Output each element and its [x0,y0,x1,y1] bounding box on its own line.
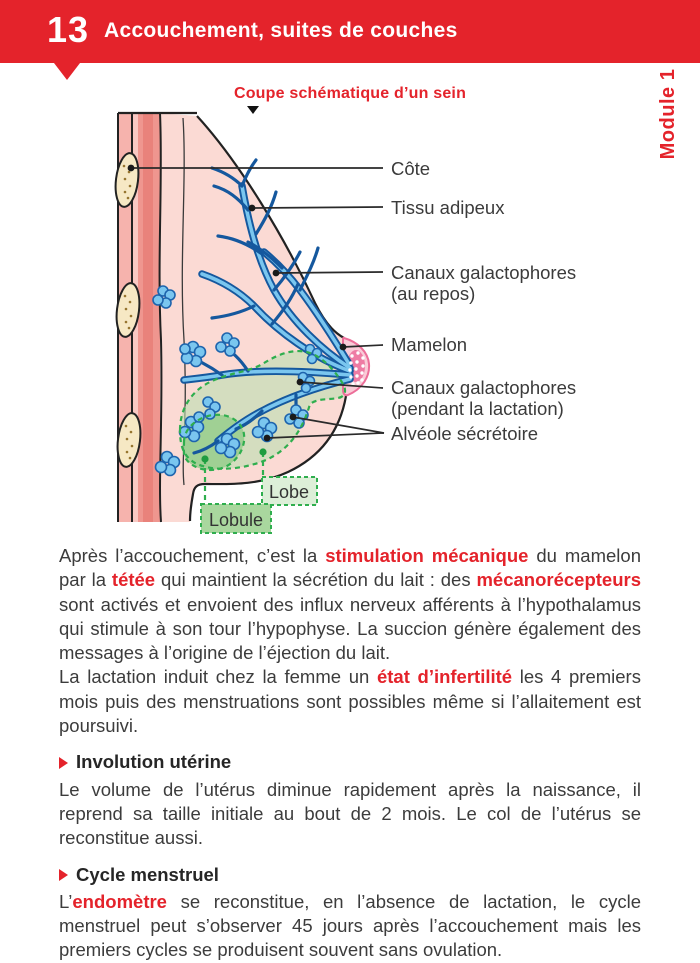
heading-cycle-menstruel: Cycle menstruel [59,863,641,887]
lobe-region-outline [178,349,347,504]
leader-dots [127,164,347,442]
highlight-term: tétée [111,569,156,591]
label-lobule: Lobule [209,510,263,530]
label-cote: Côte [391,158,430,179]
label-mamelon: Mamelon [391,334,467,355]
label-canaux-repos-line2: (au repos) [391,283,475,304]
label-canaux-lactation-line1: Canaux galactophores [391,377,576,398]
alveoli-cluster [179,340,207,368]
lobule-box: Lobule [200,503,272,534]
label-canaux-lactation-line2: (pendant la lactation) [391,398,564,419]
chapter-number: 13 [47,9,90,50]
text-run: Après l’accouchement, c’est la [59,545,326,566]
paragraph-infertilite: La lactation induit chez la femme un éta… [59,665,641,738]
chapter-title: Accouchement, suites de couches [104,19,458,42]
label-alveole: Alvéole sécrétoire [391,423,538,444]
module-label: Module 1 [657,68,679,160]
highlight-term: mécanorécepteurs [476,569,641,591]
highlight-term: stimulation mécanique [325,545,529,566]
alveoli-cluster [215,332,240,357]
paragraph-cycle: L’endomètre se reconstitue, en l’absence… [59,890,641,963]
label-lobe: Lobe [269,482,309,502]
label-tissu-adipeux: Tissu adipeux [391,197,505,218]
milk-duct-tree [180,158,354,455]
alveoli-cluster [154,450,181,477]
alveoli-cluster [214,432,241,459]
leader-lines [131,167,385,439]
text-run: du mamelon par la [59,545,641,591]
paragraph-involution: Le volume de l’utérus diminue rapidement… [59,778,641,849]
lobe-box: Lobe [261,476,318,506]
chapter-header-bar: 13 Accouchement, suites de couches [0,0,700,63]
text-run: La lactation induit chez la femme un [59,666,377,688]
rib [116,412,142,468]
arrow-bullet-icon [59,756,68,769]
figure-title: Coupe schématique d’un sein [233,85,467,102]
main-text: Après l’accouchement, c’est la stimulati… [59,544,641,963]
paragraph-lactation-stimulation: Après l’accouchement, c’est la stimulati… [59,544,641,665]
text-run: les 4 premiers mois puis des menstruatio… [59,666,641,737]
text-run: sont activés et envoient des influx nerv… [59,593,641,664]
label-canaux-repos-line1: Canaux galactophores [391,262,576,283]
alveoli-cluster [251,416,278,443]
breast-cross-section-diagram: Lobe Lobule Côte Tissu adipeux Canaux ga… [114,111,576,534]
text-run: se reconstitue, en l’absence de lactatio… [59,890,641,961]
text-run: L’ [59,890,73,912]
highlight-term: endomètre [72,890,167,912]
alveoli-cluster [152,285,176,309]
text-run: qui maintient la sécrétion du lait : des [155,569,477,591]
rib [115,282,141,338]
header-pointer-icon [54,63,80,80]
highlight-term: état d’infertilité [376,666,513,688]
lobule-anchor-dot [201,455,209,463]
nipple-pores [348,351,365,386]
heading-label: Cycle menstruel [76,863,219,885]
breast-outline [188,115,348,522]
figure-pointer-icon [247,106,259,114]
arrow-bullet-icon [59,868,68,881]
lobe-anchor-dot [259,448,267,456]
heading-label: Involution utérine [76,751,232,773]
heading-involution-uterine: Involution utérine [59,750,641,774]
alveoli-clusters [152,285,323,477]
